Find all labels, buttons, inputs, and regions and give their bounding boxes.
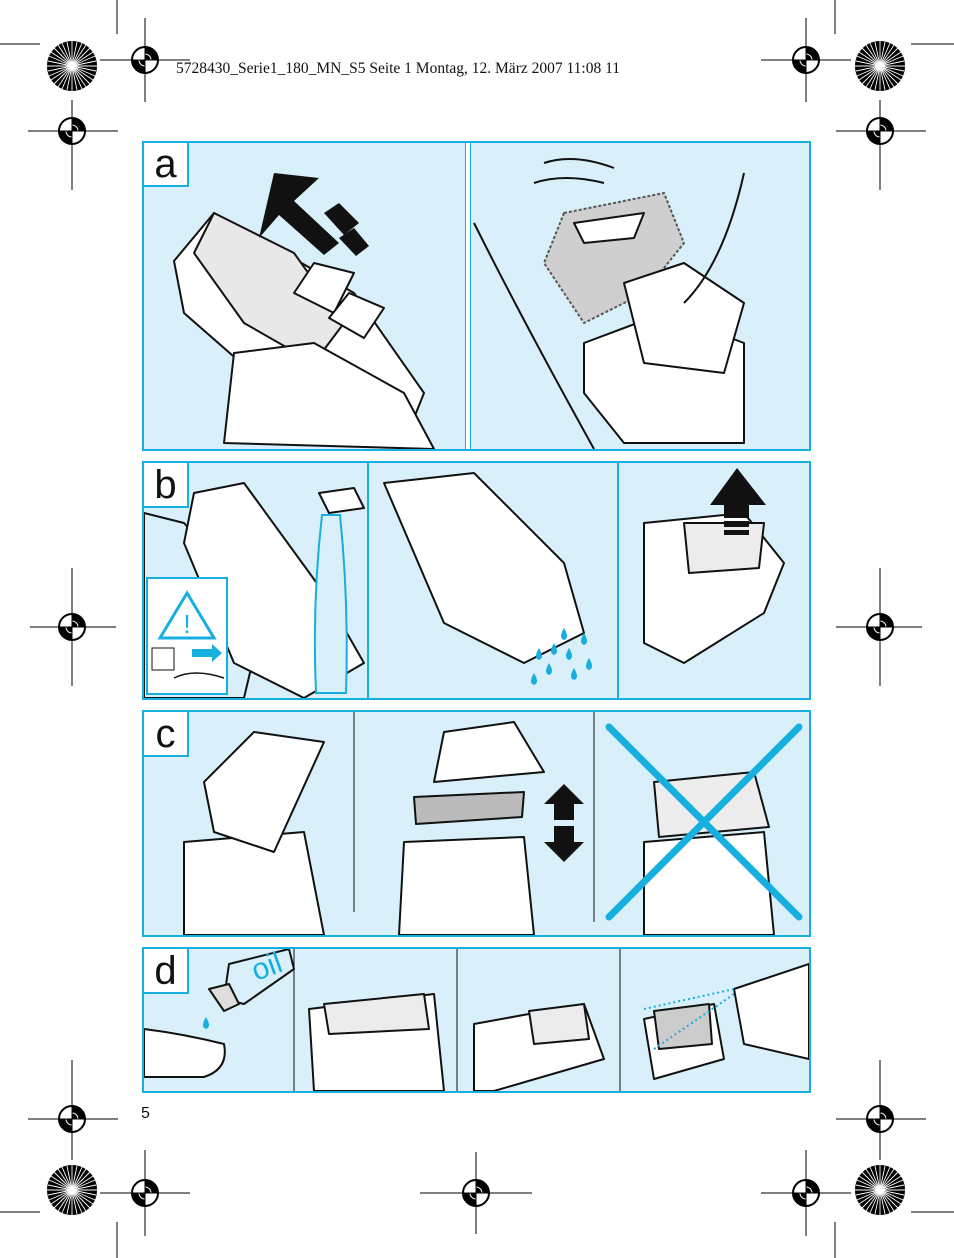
arrow-up-icon [710,468,766,535]
section-label: b [144,463,189,508]
warning-symbol: ! [183,609,190,639]
illustration-brush-cleaning [183,712,803,935]
section-a-panel: a [142,141,811,451]
starburst-target-icon [46,40,98,92]
section-label: c [144,712,189,757]
starburst-target-icon [46,1164,98,1216]
arrow-up-icon [259,173,369,256]
section-label: d [144,949,189,994]
illustration-oiling: oil [144,949,809,1091]
illustration-cleaning: ! [144,463,785,698]
section-d-panel: d oil [142,947,811,1093]
illustration-trimmer-usage [173,143,809,449]
starburst-target-icon [854,40,906,92]
water-drop-icon [203,1017,209,1029]
water-drop-icon [531,628,592,685]
double-arrow-icon [544,784,584,862]
section-label: a [144,143,189,187]
section-b-panel: b ! [142,461,811,700]
section-c-panel: c [142,710,811,937]
starburst-target-icon [854,1164,906,1216]
prohibition-cross-icon [605,723,803,921]
page-number: 5 [141,1105,150,1122]
print-slug-header: 5728430_Serie1_180_MN_S5 Seite 1 Montag,… [176,60,621,77]
double-arrow-icon [151,644,225,679]
